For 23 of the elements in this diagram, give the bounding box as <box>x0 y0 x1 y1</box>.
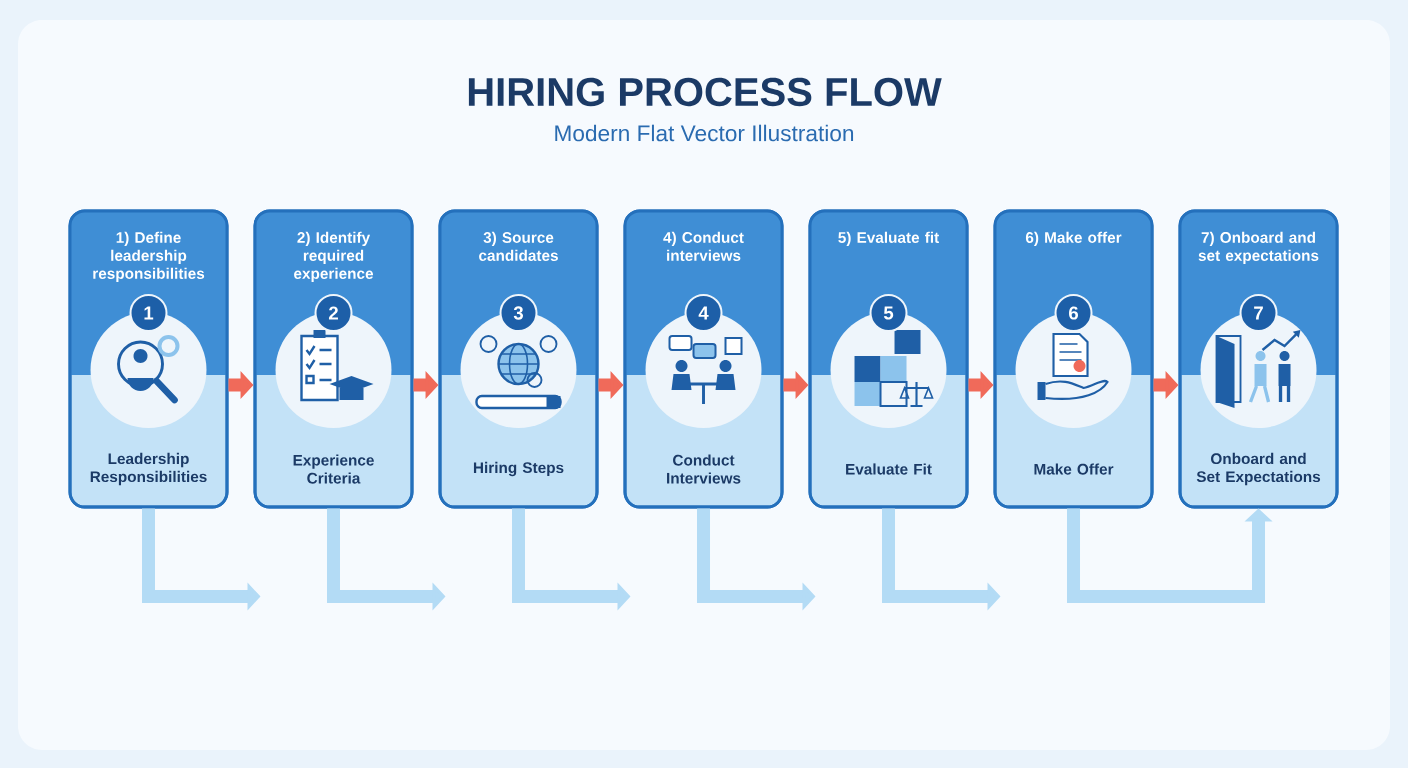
step-heading: 5) Evaluate fit <box>838 231 939 246</box>
step-heading: 1) Define leadership responsibilities <box>93 231 205 282</box>
number-badge: 7 <box>1239 294 1278 332</box>
title: HIRING PROCESS FLOW <box>468 77 942 107</box>
number-badge: 4 <box>684 294 723 332</box>
step-heading: 2) Identify required experience <box>294 231 374 282</box>
step-label: Hiring Steps <box>473 461 564 477</box>
step-label: Make Offer <box>1034 463 1114 475</box>
number-badge: 6 <box>1054 294 1093 332</box>
step-label: Onboard and Set Expectations <box>1196 452 1321 486</box>
step-label: Evaluate Fit <box>846 463 932 475</box>
step-label: Experience Criteria <box>293 454 374 484</box>
step-heading: 6) Make offer <box>1025 231 1122 246</box>
step-heading: 3) Source candidates <box>479 231 558 261</box>
number-badge: 3 <box>499 294 538 332</box>
number-badge: 5 <box>869 294 908 332</box>
step-heading: 4) Conduct interviews <box>663 231 744 261</box>
subtitle: Modern Flat Vector Illustration <box>555 124 854 142</box>
step-label: Conduct Interviews <box>667 454 741 484</box>
step-label: Leadership Responsibilities <box>90 452 207 486</box>
number-badge: 2 <box>314 294 353 332</box>
step-heading: 7) Onboard and set expectations <box>1198 231 1319 264</box>
number-badge: 1 <box>129 294 168 332</box>
